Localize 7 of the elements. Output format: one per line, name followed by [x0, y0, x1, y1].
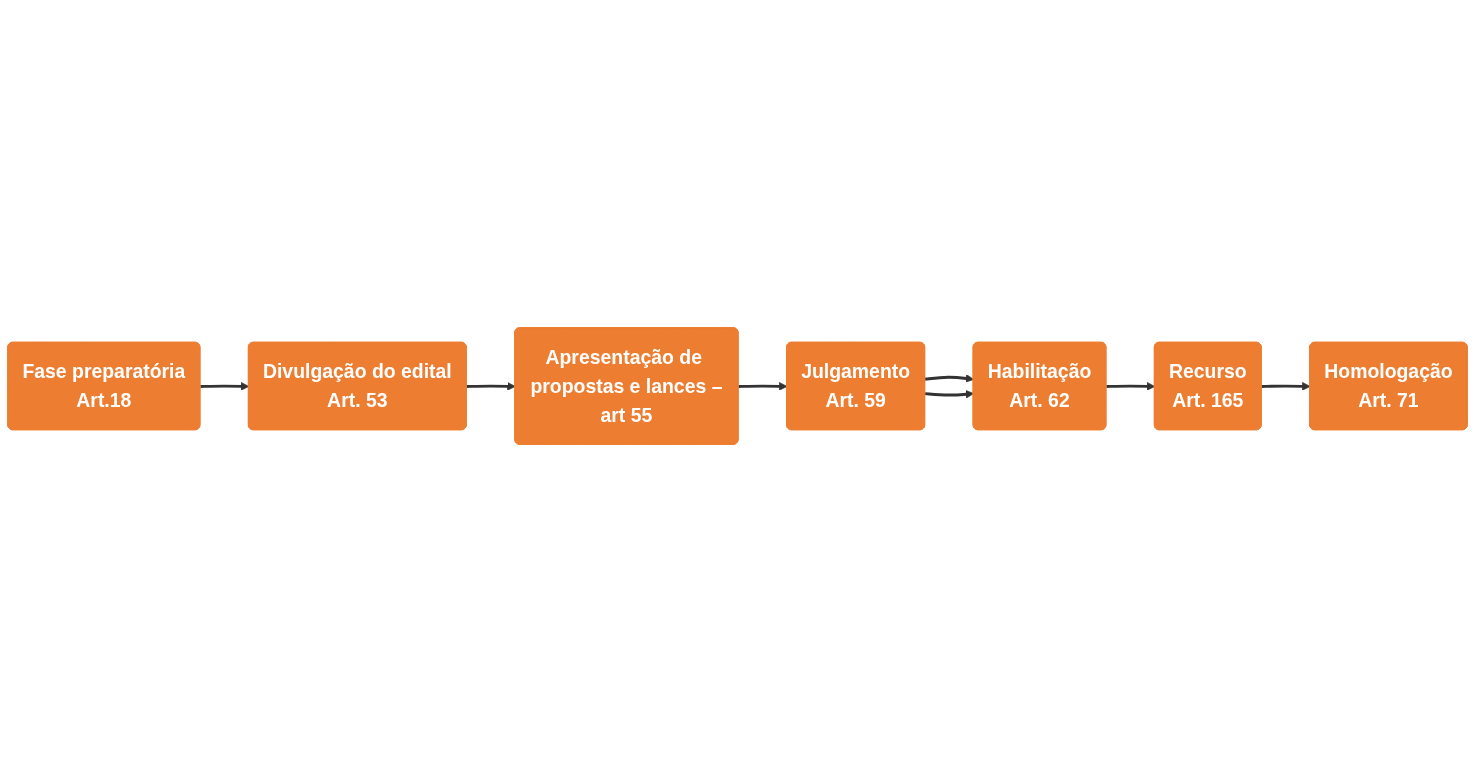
- arrow: [1261, 381, 1311, 391]
- arrow: [924, 373, 975, 383]
- arrow: [738, 381, 788, 391]
- arrow: [200, 381, 250, 391]
- arrow: [925, 389, 975, 398]
- arrow: [466, 381, 516, 391]
- arrow: [1106, 381, 1156, 391]
